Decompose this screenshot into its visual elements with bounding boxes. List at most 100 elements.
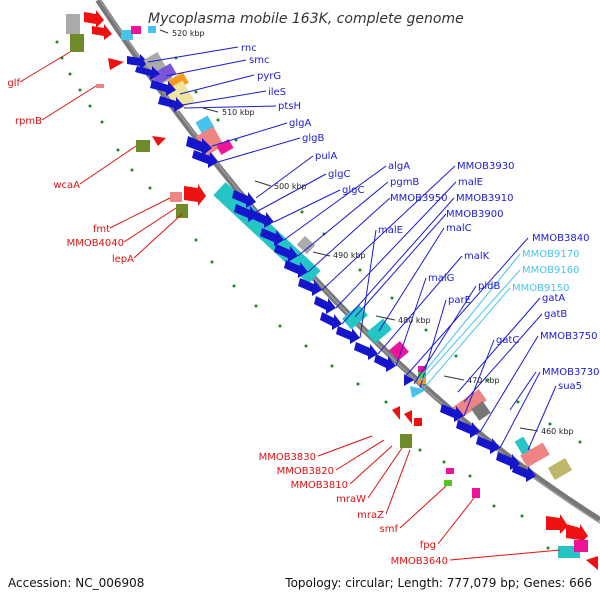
gene-forward-pgmB — [260, 228, 284, 246]
gene-reverse-red-7 — [414, 418, 422, 426]
gene-reverse-wcaA — [136, 140, 150, 152]
gene-forward-smc — [135, 66, 160, 80]
label-malE-1: malE — [458, 177, 483, 188]
label-malG: malG — [428, 273, 454, 284]
gene-forward-mmob3900 — [320, 312, 342, 330]
label-ileS: ileS — [268, 87, 286, 98]
gene-forward-mmob3930 — [284, 260, 308, 278]
tick-510: 510 kbp — [222, 108, 255, 117]
gene-reverse-glf — [84, 10, 104, 28]
gene-forward-mmob3910 — [314, 296, 336, 314]
gene-forward-cyan-1 — [121, 30, 133, 40]
gene-forward-mmob3950 — [274, 244, 298, 262]
gene-reverse-red-2 — [92, 24, 112, 40]
gene-reverse-gray — [66, 14, 80, 34]
gene-forward-mmob3730 — [476, 436, 500, 454]
reverse-labels: glf rpmB wcaA fmt MMOB4040 lepA MMOB3830… — [7, 78, 448, 567]
gene-forward-sua5 — [520, 442, 550, 468]
gene-forward-mmob3750 — [456, 420, 480, 438]
gene-reverse-fpg — [472, 488, 480, 498]
gene-forward-pldB — [404, 374, 414, 386]
label-rnc: rnc — [241, 43, 257, 54]
gene-forward-glgC-1 — [232, 190, 256, 208]
gene-reverse-magenta-2 — [574, 540, 588, 552]
forward-labels: rnc smc pyrG ileS ptsH glgA glgB pulA gl… — [241, 43, 599, 392]
tick-520: 520 kbp — [172, 29, 205, 38]
gene-forward-khaki — [547, 457, 573, 481]
label-pldB: pldB — [478, 281, 500, 292]
gene-forward-glgB — [192, 150, 218, 168]
label-mmob9170: MMOB9170 — [522, 249, 579, 260]
label-malC: malC — [446, 223, 472, 234]
gene-reverse-olive-1 — [70, 34, 84, 52]
label-glgC-2: glgC — [342, 185, 364, 196]
reverse-leader-lines — [19, 51, 561, 561]
gene-forward-magenta-1 — [131, 26, 141, 34]
label-mmob9160: MMOB9160 — [522, 265, 579, 276]
gene-forward-gatC — [440, 404, 464, 422]
tick-480: 480 kbp — [398, 316, 431, 325]
label-gatB: gatB — [544, 309, 567, 320]
label-pgmB: pgmB — [390, 177, 419, 188]
label-parE: parE — [448, 295, 471, 306]
label-pyrG: pyrG — [257, 71, 281, 82]
label-glf: glf — [7, 78, 20, 89]
label-mmob3730: MMOB3730 — [542, 367, 599, 378]
label-smf: smf — [380, 524, 399, 535]
label-smc: smc — [249, 55, 269, 66]
gene-reverse-lepA — [176, 204, 188, 218]
label-ptsH: ptsH — [278, 101, 301, 112]
gene-reverse-rpmB — [96, 84, 104, 88]
tick-460: 460 kbp — [541, 427, 574, 436]
gene-reverse-mraW — [400, 434, 412, 448]
label-mmob3950: MMOB3950 — [390, 193, 447, 204]
gene-forward-purple — [151, 63, 177, 85]
gene-reverse-mmob4040 — [184, 184, 206, 206]
genome-summary-text: Topology: circular; Length: 777,079 bp; … — [285, 576, 592, 590]
gene-forward-magenta-3 — [389, 341, 409, 361]
gene-reverse-red-4 — [152, 136, 166, 146]
accession-text: Accession: NC_006908 — [8, 576, 145, 590]
forward-leader-lines-cyan — [417, 253, 521, 389]
label-mmob3840: MMOB3840 — [532, 233, 589, 244]
gene-forward-algA — [250, 210, 274, 228]
gene-forward-glgA — [186, 136, 212, 156]
label-fmt: fmt — [93, 224, 110, 235]
gene-reverse-magenta — [446, 468, 454, 474]
gene-forward-blue-tail-2 — [512, 464, 536, 482]
gene-forward-magenta-2 — [216, 139, 234, 155]
gene-forward-gatB-gray — [471, 401, 491, 421]
label-pulA: pulA — [315, 151, 337, 162]
gene-reverse-red-8 — [546, 514, 568, 534]
label-mmob3750: MMOB3750 — [540, 331, 597, 342]
gene-forward-magenta-4 — [418, 366, 426, 372]
label-sua5: sua5 — [558, 381, 582, 392]
label-glgA: glgA — [289, 118, 311, 129]
map-title: Mycoplasma mobile 163K, complete genome — [148, 11, 464, 27]
gene-forward-gray-2 — [296, 235, 316, 255]
label-gatA: gatA — [542, 293, 565, 304]
label-mmob9150: MMOB9150 — [512, 283, 569, 294]
label-mmob3810: MMOB3810 — [291, 480, 348, 491]
gene-forward-malK — [336, 326, 360, 344]
tick-490: 490 kbp — [333, 251, 366, 260]
gene-forward-malG — [354, 342, 378, 360]
label-lepA: lepA — [112, 254, 134, 265]
label-glgC-1: glgC — [328, 169, 350, 180]
label-mmob3910: MMOB3910 — [456, 193, 513, 204]
gene-reverse-red-9 — [566, 524, 588, 544]
gene-forward-rnc — [127, 54, 148, 70]
dot-tracks — [55, 40, 582, 550]
gene-forward-cyan-2 — [148, 26, 156, 33]
gene-reverse-red-3 — [108, 58, 124, 70]
gene-forward-cyan-4 — [514, 436, 532, 456]
gene-reverse-fmt — [170, 192, 182, 202]
gene-reverse-red-6 — [404, 410, 412, 424]
gene-reverse-red-10 — [586, 556, 598, 570]
label-malE-2: malE — [378, 225, 403, 236]
tick-500: 500 kbp — [274, 182, 307, 191]
label-mmob3640: MMOB3640 — [391, 556, 448, 567]
forward-leader-lines — [147, 46, 557, 451]
label-fpg: fpg — [420, 540, 436, 551]
gene-forward-mmob3840 — [374, 354, 396, 372]
